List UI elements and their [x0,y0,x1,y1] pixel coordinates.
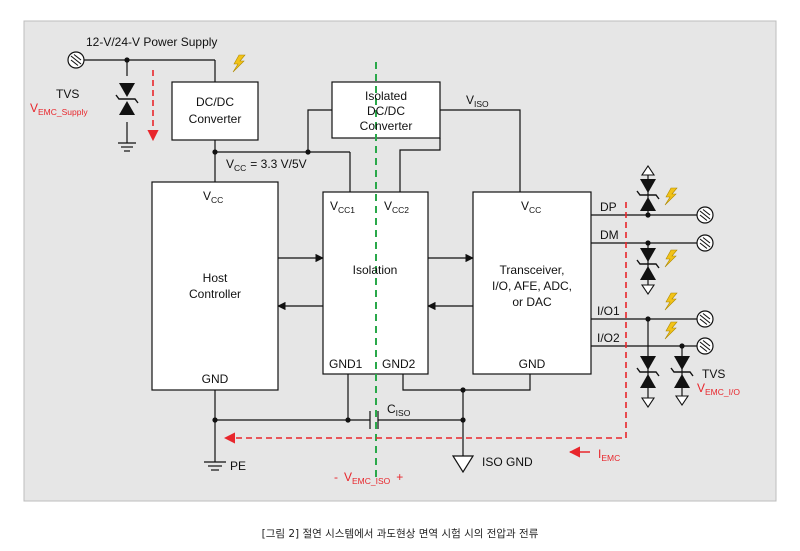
viso-label: VISO [466,93,489,109]
io1-connector-icon [696,310,714,328]
xcvr-name-line-1: Transceiver, [500,263,565,277]
vemc-iso-label: -VEMC_ISO+ [334,470,403,486]
iemc-label: IEMC [598,447,620,463]
supply-ground-icon [118,142,136,152]
host-gnd-label: GND [202,372,229,386]
transceiver-block [472,191,592,375]
pe-label: PE [230,459,246,473]
io2-label: I/O2 [597,331,620,345]
iso-gnd-label: ISO GND [482,455,533,469]
xcvr-name-line-3: or DAC [512,295,552,309]
dp-label: DP [600,200,617,214]
dcdc-converter-block [171,81,259,141]
gnd1-label: GND1 [329,357,363,371]
gnd2-label: GND2 [382,357,416,371]
iso-dcdc-line-1: Isolated [365,89,407,103]
io2-connector-icon [696,337,714,355]
power-connector-icon [67,51,85,69]
emc-current-path-arrow [223,202,627,444]
iso-vcc1-label: VCC1 [330,199,355,215]
host-controller-block [151,181,279,391]
pe-ground-icon [204,461,226,471]
host-name-line-2: Controller [189,287,241,301]
isolated-dcdc-block [331,81,441,139]
tvs-ground-icons [640,165,690,408]
iso-ground-icon [451,455,475,474]
isolation-name: Isolation [353,263,398,277]
vemc-io-label: VEMC_I/O [697,381,740,397]
vemc-supply-label: VEMC_Supply [30,101,88,117]
xcvr-vcc-label: VCC [521,199,541,215]
figure-caption: [그림 2] 절연 시스템에서 과도현상 면역 시험 시의 전압과 전류 [261,528,539,540]
vcc-rail-label: VCC= 3.3 V/5V [226,157,307,173]
isolation-system-diagram: 12-V/24-V Power Supply TVS VEMC_Supply D… [23,20,777,502]
power-supply-label: 12-V/24-V Power Supply [86,35,217,49]
dcdc-line-1: DC/DC [196,95,234,109]
dp-connector-icon [696,206,714,224]
host-name-line-1: Host [203,271,228,285]
iso-dcdc-line-2: DC/DC [367,104,405,118]
host-vcc-label: VCC [203,189,223,205]
iso-dcdc-line-3: Converter [360,119,413,133]
xcvr-name-line-2: I/O, AFE, ADC, [492,279,572,293]
iso-vcc2-label: VCC2 [384,199,409,215]
tvs-io-label: TVS [702,367,725,381]
ciso-label: CISO [387,402,411,418]
dm-connector-icon [696,234,714,252]
dcdc-line-2: Converter [189,112,242,126]
dm-label: DM [600,228,619,242]
xcvr-gnd-label: GND [519,357,546,371]
tvs-supply-label: TVS [56,87,79,101]
io1-label: I/O1 [597,304,620,318]
